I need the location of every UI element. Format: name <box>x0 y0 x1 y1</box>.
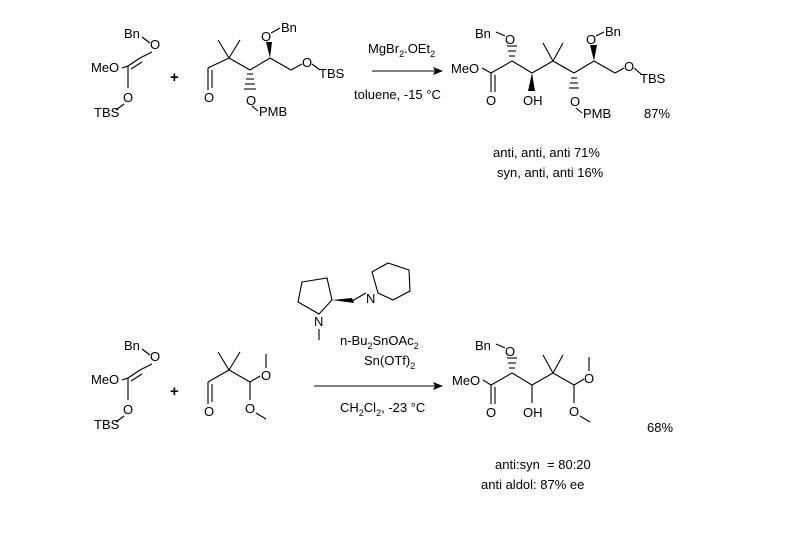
reaction1-reagent-a: Bn O MeO O TBS <box>91 26 160 120</box>
reaction2-reagent-b: O O O <box>204 351 271 420</box>
r2a-meo: MeO <box>91 372 119 387</box>
r2-cat-n2: N <box>366 291 375 306</box>
r1a-o1-label: O <box>150 37 160 52</box>
r1-plus: + <box>170 69 179 86</box>
r1p-o1: O <box>505 32 515 47</box>
r1b-hash-pmb <box>244 73 256 90</box>
r1b-o-bn: O <box>261 29 271 44</box>
r1a-meo-label: MeO <box>91 60 119 75</box>
r1b-o-pmb: O <box>246 93 256 108</box>
r1b-wedge-bn <box>266 42 272 58</box>
r2-cond-line1: n-Bu2SnOAc2 <box>340 333 419 351</box>
r1p-pmb: PMB <box>583 106 611 121</box>
r1p-hash-bn <box>507 45 517 57</box>
r1-cond-top: MgBr2.OEt2 <box>368 41 435 59</box>
r1p-bn1: Bn <box>475 26 491 41</box>
r1p-wedge-oh <box>528 73 535 91</box>
reaction2-product: MeO O O Bn OH O O <box>452 338 594 423</box>
reaction1-product: MeO O O Bn OH O PMB <box>451 24 666 121</box>
r1-yield: 87% <box>644 106 670 121</box>
r2p-o3: O <box>569 404 579 419</box>
r1a-tbs-label: TBS <box>94 105 120 120</box>
r2p-bn: Bn <box>475 338 491 353</box>
r2-ee: anti aldol: 87% ee <box>481 477 584 492</box>
r1p-meo: MeO <box>451 61 479 76</box>
r2-plus: + <box>170 383 179 400</box>
r1b-tbs: TBS <box>319 66 345 81</box>
r1p-bn2: Bn <box>605 24 621 39</box>
r1a-o2-label: O <box>123 90 133 105</box>
r1b-o-tbs: O <box>302 55 312 70</box>
reaction1-arrow <box>372 67 443 75</box>
r2-cond-bottom: CH2Cl2, -23 °C <box>340 400 425 418</box>
r1p-tbs: TBS <box>640 71 666 86</box>
r1-cond-bottom: toluene, -15 °C <box>354 87 441 102</box>
r1-selectivity-2: syn, anti, anti 16% <box>497 165 604 180</box>
r2a-tbs: TBS <box>94 417 120 432</box>
r2p-meo: MeO <box>452 373 480 388</box>
r1p-o3: O <box>570 94 580 109</box>
r1a-bn-label: Bn <box>124 26 140 41</box>
r2a-bn: Bn <box>124 338 140 353</box>
r2a-o1: O <box>150 349 160 364</box>
r2p-o2: O <box>584 371 594 386</box>
r2-yield: 68% <box>647 420 673 435</box>
r2-cond-line2: Sn(OTf)2 <box>364 353 415 371</box>
r2a-o2: O <box>123 402 133 417</box>
r1b-o-ald: O <box>204 90 214 105</box>
reaction2-arrow <box>314 382 443 390</box>
r2-ratio: anti:syn = 80:20 <box>495 457 591 472</box>
reaction1-reagent-b: O O PMB O Bn O TBS <box>204 20 345 119</box>
r2b-o2: O <box>245 401 255 416</box>
r2p-o-ester: O <box>486 405 496 420</box>
r2b-o1: O <box>261 368 271 383</box>
reaction2-reagent-a: Bn O MeO O TBS <box>91 338 160 432</box>
r2p-o1: O <box>505 344 515 359</box>
r1-selectivity-1: anti, anti, anti 71% <box>493 145 600 160</box>
r1p-o2: O <box>586 32 596 47</box>
r2p-hash-bn <box>507 357 517 369</box>
r1p-wedge-bn2 <box>590 45 597 61</box>
r2b-o-ald: O <box>204 404 214 419</box>
r2p-oh: OH <box>523 405 543 420</box>
r1b-pmb: PMB <box>259 104 287 119</box>
r1b-bn: Bn <box>281 20 297 35</box>
r1p-oh: OH <box>523 93 543 108</box>
r1p-hash-pmb <box>569 77 579 89</box>
r2-cat-n1: N <box>314 314 323 329</box>
r1p-o-ester: O <box>486 93 496 108</box>
reaction2-catalyst: N N <box>297 262 411 340</box>
r1p-o4: O <box>624 59 634 74</box>
